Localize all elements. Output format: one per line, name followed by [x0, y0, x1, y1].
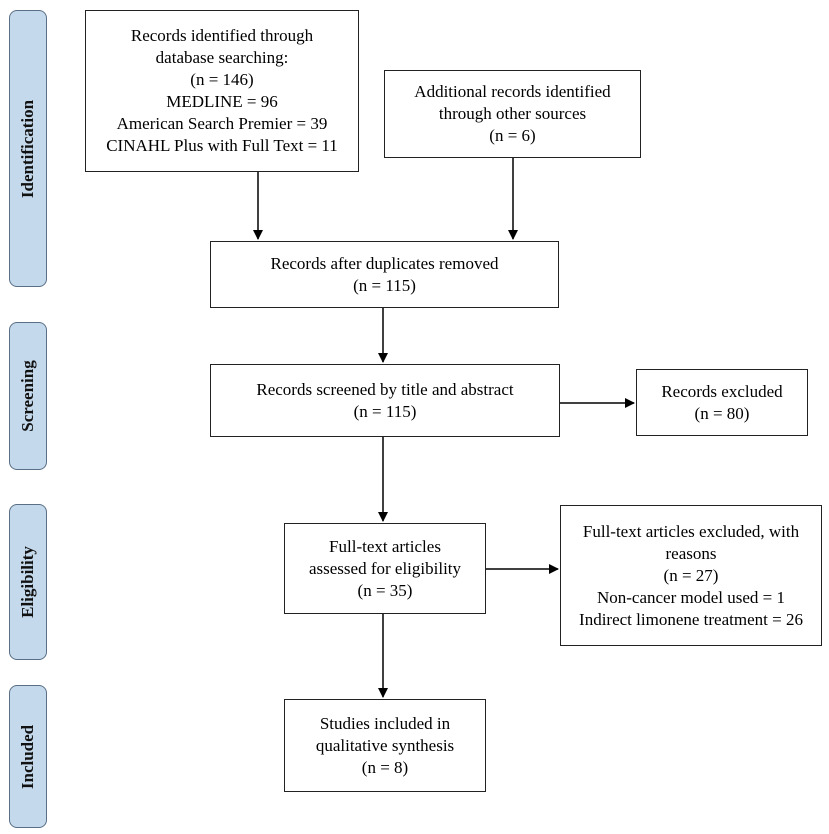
- other-line-2: through other sources: [438, 104, 587, 123]
- fulltext-line-2: assessed for eligibility: [308, 558, 462, 578]
- included-line-3: (n = 8): [361, 757, 409, 777]
- box-fulltext-excluded: Full-text articles excluded, with reason…: [560, 505, 822, 646]
- fulltext-line-1: Full-text articles: [329, 536, 441, 556]
- database-line-6: CINAHL Plus with Full Text = 11: [106, 136, 338, 155]
- fulltext-line-3: (n = 35): [357, 580, 413, 600]
- included-line-2: qualitative synthesis: [315, 735, 455, 755]
- database-line-5: American Search Premier = 39: [116, 114, 328, 133]
- database-line-1: Records identified through: [130, 26, 314, 45]
- excluded-line-2: (n = 80): [694, 403, 750, 423]
- box-database-records: Records identified through database sear…: [85, 10, 359, 172]
- excluded-line-1: Records excluded: [661, 381, 783, 401]
- fulltext-excluded-line-2: reasons: [665, 543, 717, 563]
- stage-identification: Identification: [9, 10, 47, 287]
- stage-screening: Screening: [9, 322, 47, 470]
- duplicates-line-1: Records after duplicates removed: [270, 253, 499, 273]
- stage-included: Included: [9, 685, 47, 828]
- other-line-1: Additional records identified: [414, 82, 611, 101]
- database-line-4: MEDLINE = 96: [166, 92, 278, 111]
- database-line-3: (n = 146): [190, 70, 254, 89]
- included-line-1: Studies included in: [319, 713, 451, 733]
- database-line-2: database searching:: [155, 48, 289, 67]
- box-excluded: Records excluded (n = 80): [636, 369, 808, 436]
- stage-eligibility: Eligibility: [9, 504, 47, 660]
- box-other-sources: Additional records identified through ot…: [384, 70, 641, 158]
- duplicates-line-2: (n = 115): [353, 275, 416, 295]
- screened-line-1: Records screened by title and abstract: [256, 379, 514, 399]
- fulltext-excluded-line-1: Full-text articles excluded, with: [582, 521, 800, 541]
- screened-line-2: (n = 115): [353, 401, 417, 421]
- fulltext-excluded-line-5: Indirect limonene treatment = 26: [579, 609, 803, 629]
- box-screened: Records screened by title and abstract (…: [210, 364, 560, 437]
- box-included: Studies included in qualitative synthesi…: [284, 699, 486, 792]
- box-fulltext-assessed: Full-text articles assessed for eligibil…: [284, 523, 486, 614]
- box-duplicates-removed: Records after duplicates removed (n = 11…: [210, 241, 559, 308]
- fulltext-excluded-line-4: Non-cancer model used = 1: [596, 587, 786, 607]
- fulltext-excluded-line-3: (n = 27): [663, 565, 719, 585]
- other-line-3: (n = 6): [489, 126, 536, 145]
